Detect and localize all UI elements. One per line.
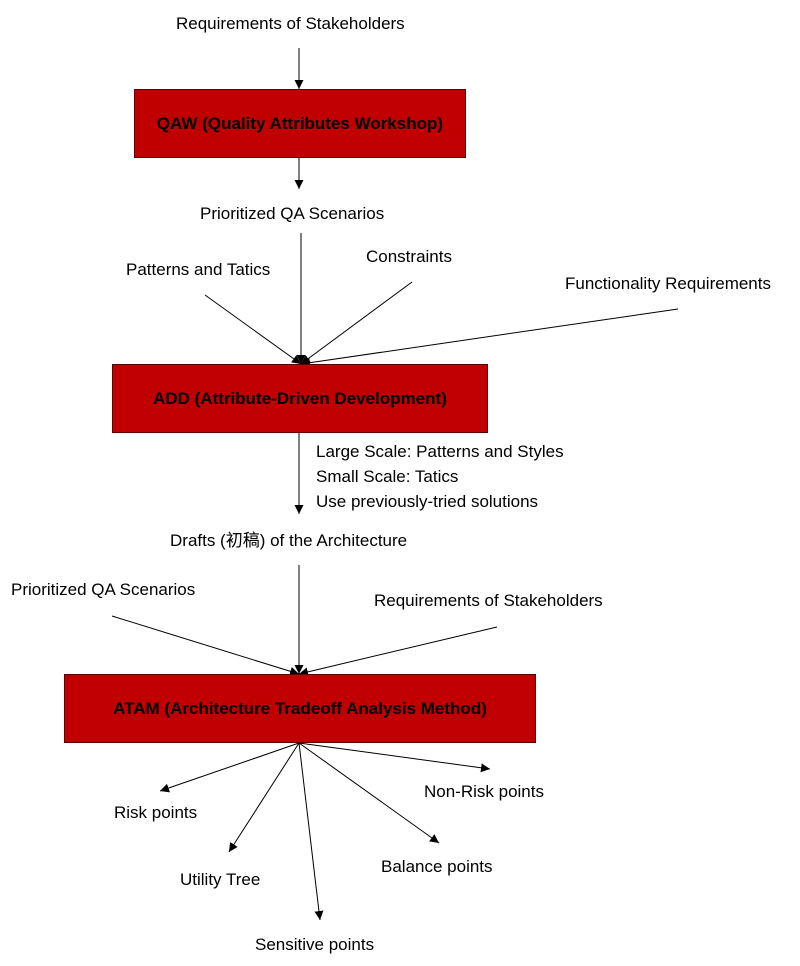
label-non-risk-points: Non-Risk points bbox=[424, 782, 544, 801]
label-sensitive-points: Sensitive points bbox=[255, 935, 375, 954]
arrow-atam-to-utility bbox=[228, 742, 300, 853]
label-small-scale: Small Scale: Tatics bbox=[316, 467, 459, 486]
label-requirements-of-stakeholders-right: Requirements of Stakeholders bbox=[374, 591, 603, 610]
label-prioritized-qa-scenarios: Prioritized QA Scenarios bbox=[200, 204, 385, 223]
label-previously-tried-solutions: Use previously-tried solutions bbox=[316, 492, 539, 511]
add-box: ADD (Attribute-Driven Development) bbox=[112, 364, 488, 433]
label-utility-tree: Utility Tree bbox=[180, 870, 261, 889]
label-drafts-of-architecture: Drafts (初稿) of the Architecture bbox=[170, 531, 408, 550]
arrow-functionality-to-add bbox=[300, 308, 679, 368]
label-prioritized-qa-scenarios-left: Prioritized QA Scenarios bbox=[11, 580, 196, 599]
label-patterns-and-tatics: Patterns and Tatics bbox=[126, 260, 271, 279]
label-functionality-requirements: Functionality Requirements bbox=[565, 274, 771, 293]
arrow-patterns-to-add bbox=[204, 294, 302, 365]
label-large-scale: Large Scale: Patterns and Styles bbox=[316, 442, 564, 461]
label-balance-points: Balance points bbox=[381, 857, 493, 876]
label-requirements-of-stakeholders-top: Requirements of Stakeholders bbox=[176, 14, 405, 33]
label-risk-points: Risk points bbox=[114, 803, 198, 822]
qaw-box: QAW (Quality Attributes Workshop) bbox=[134, 89, 466, 158]
arrow-requirements-right-to-atam bbox=[298, 626, 498, 677]
arrow-atam-to-risk bbox=[159, 742, 300, 793]
arrow-atam-to-balance bbox=[298, 742, 440, 844]
arrow-atam-to-sensitive bbox=[298, 742, 324, 921]
arrow-constraints-to-add bbox=[300, 281, 413, 365]
label-constraints: Constraints bbox=[366, 247, 452, 266]
arrow-atam-to-non-risk bbox=[298, 742, 491, 773]
atam-box: ATAM (Architecture Tradeoff Analysis Met… bbox=[64, 674, 536, 743]
arrow-scenarios-left-to-atam bbox=[111, 615, 300, 676]
